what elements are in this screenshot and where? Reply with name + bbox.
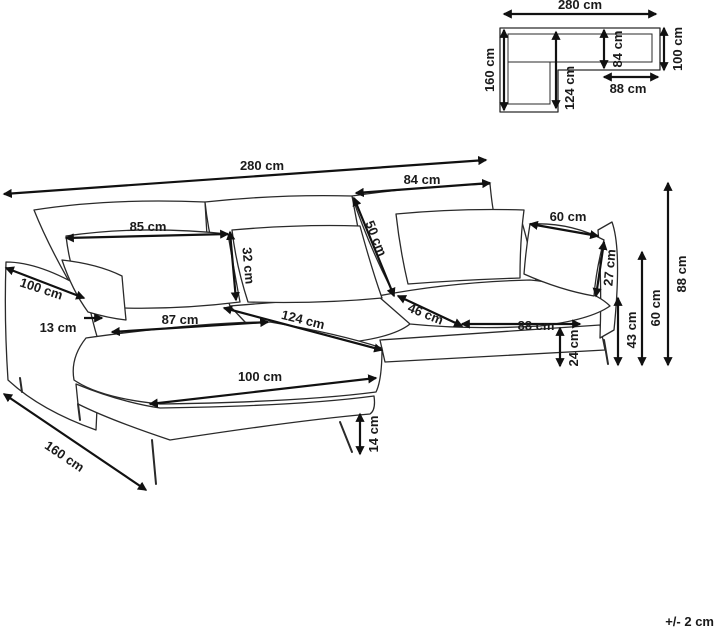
top-depth-label: 160 cm — [482, 48, 497, 92]
dim-small-pillow-height-arrow — [592, 240, 608, 298]
dim-total-width: 280 cm — [240, 158, 284, 173]
dim-chaise-length-160-arrow — [2, 393, 148, 491]
dim-chaise-inner-87-arrow — [110, 317, 270, 337]
dim-total-width-arrow — [2, 155, 488, 199]
dim-chaise-leg-14: 14 cm — [366, 416, 381, 453]
dim-chaise-depth-100-arrow — [4, 266, 86, 300]
dim-pillow-height: 32 cm — [239, 247, 257, 285]
top-seat-depth-label: 124 cm — [562, 66, 577, 110]
dim-small-pillow: 60 cm — [550, 209, 587, 224]
tolerance-note: +/- 2 cm — [665, 614, 714, 629]
top-armrest-label: 88 cm — [610, 81, 647, 96]
top-side-depth-label: 100 cm — [670, 27, 685, 71]
top-width-label: 280 cm — [558, 0, 602, 12]
dim-seat-length-124-arrow — [222, 305, 384, 353]
dim-back-cushion-arrow — [354, 178, 492, 198]
dim-pillow-height-arrow — [226, 230, 240, 302]
dim-small-pillow-arrow — [528, 220, 600, 240]
dim-seat-height: 43 cm — [624, 312, 639, 349]
dim-chaise-width-100: 100 cm — [238, 369, 282, 384]
dim-small-pillow-height: 27 cm — [600, 249, 618, 287]
sofa-illustration — [4, 183, 619, 485]
dim-back-height-60: 60 cm — [648, 290, 663, 327]
dim-chaise-inner-87: 87 cm — [162, 312, 199, 327]
dim-armrest-13: 13 cm — [40, 320, 77, 335]
dim-total-height: 88 cm — [674, 256, 689, 293]
dim-back-height-arrow — [352, 196, 396, 298]
dim-pillow-width: 85 cm — [130, 219, 167, 234]
dim-seat-width-88: 88 cm — [518, 318, 555, 333]
dim-leg-24: 24 cm — [566, 330, 581, 367]
top-view-plan: 280 cm 160 cm 124 cm 84 cm 100 cm 88 cm — [482, 0, 685, 113]
dim-chaise-width-100-arrow — [148, 374, 378, 408]
dim-chaise-length-160: 160 cm — [42, 438, 87, 475]
dim-back-cushion: 84 cm — [404, 172, 441, 187]
dim-pillow-width-arrow — [64, 229, 230, 243]
top-inner-depth-label: 84 cm — [610, 31, 625, 68]
dim-seat-depth-46-arrow — [396, 295, 464, 327]
